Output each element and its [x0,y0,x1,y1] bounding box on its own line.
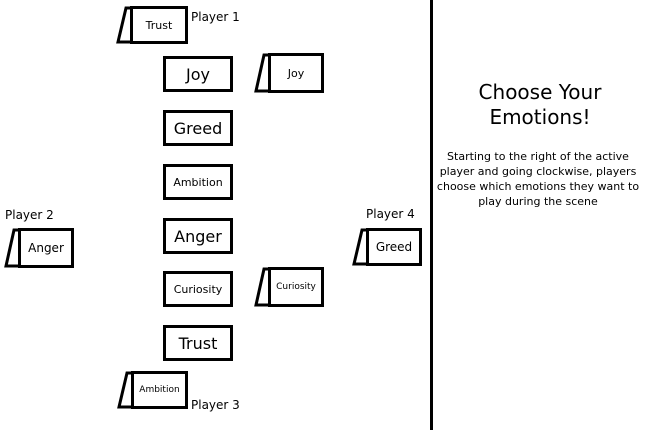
player-2-card-face: Anger [18,228,74,268]
center-card-joy[interactable]: Joy [163,56,233,92]
player-1-card-label: Trust [145,18,173,32]
side-card-joy-label: Joy [287,66,305,80]
player-3-card[interactable]: Ambition [117,371,188,409]
player-3-card-label: Ambition [139,385,180,395]
panel-instructions: Starting to the right of the active play… [436,150,640,208]
center-card-label: Ambition [173,175,223,189]
center-card-label: Greed [173,118,223,138]
player-4-card-face: Greed [366,228,422,266]
center-card-label: Anger [174,226,222,246]
player-1-card-face: Trust [130,6,188,44]
player-1-label: Player 1 [191,10,240,24]
center-card-trust[interactable]: Trust [163,325,233,361]
center-card-greed[interactable]: Greed [163,110,233,146]
center-card-curiosity[interactable]: Curiosity [163,271,233,307]
player-3-card-face: Ambition [131,371,188,409]
panel-title: Choose Your Emotions! [478,80,602,129]
player-3-label: Player 3 [191,398,240,412]
center-card-ambition[interactable]: Ambition [163,164,233,200]
side-card-curiosity[interactable]: Curiosity [254,267,324,307]
center-card-label: Curiosity [173,282,223,296]
side-card-curiosity-label: Curiosity [276,282,316,292]
side-card-joy-face: Joy [268,53,324,93]
center-card-label: Trust [178,333,218,353]
player-4-card-label: Greed [375,240,413,254]
panel-divider [430,0,433,430]
center-card-label: Joy [186,64,210,84]
player-4-label: Player 4 [366,207,415,221]
player-2-card[interactable]: Anger [4,228,74,268]
center-card-anger[interactable]: Anger [163,218,233,254]
side-card-joy[interactable]: Joy [254,53,324,93]
player-2-label: Player 2 [5,208,54,222]
side-card-curiosity-face: Curiosity [268,267,324,307]
player-4-card[interactable]: Greed [352,228,422,266]
player-2-card-label: Anger [28,241,64,255]
player-1-card[interactable]: Trust [116,6,188,44]
